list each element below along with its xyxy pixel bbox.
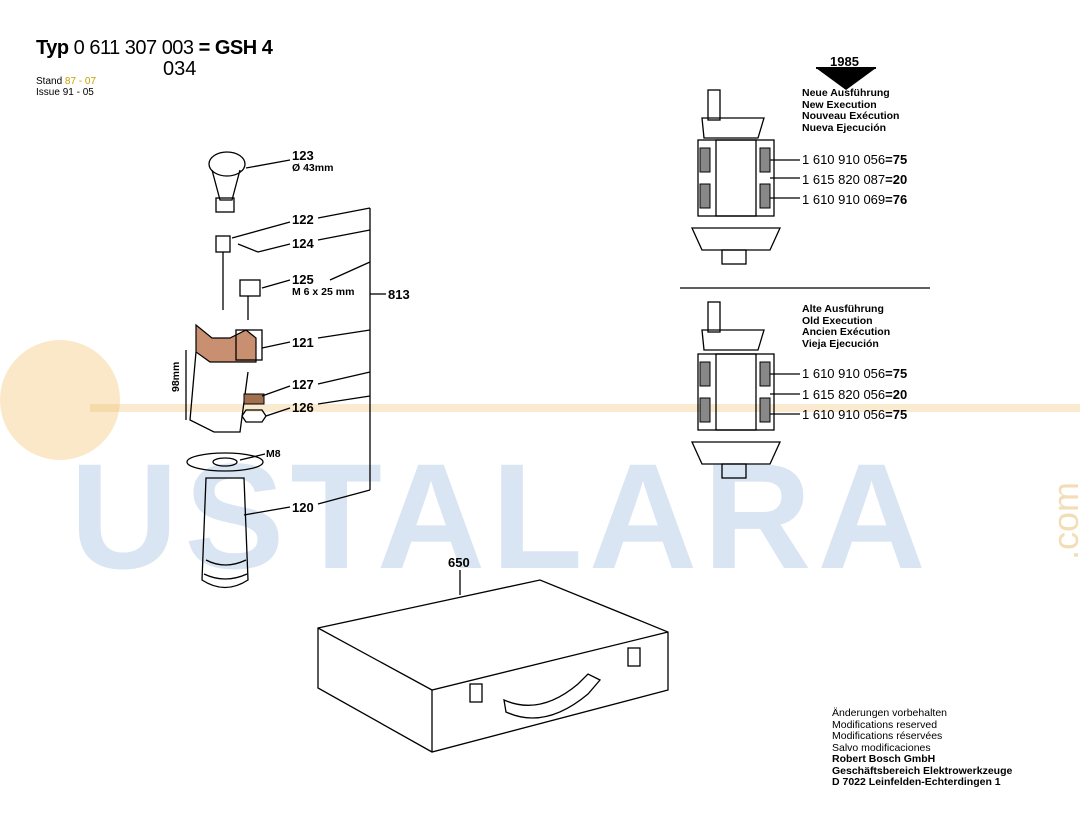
part-number: 1 610 910 056 xyxy=(802,366,886,381)
company-name: Robert Bosch GmbH xyxy=(832,753,936,765)
new-exec-line: Neue Ausführung xyxy=(802,87,890,99)
new-execution-text: Neue Ausführung New Execution Nouveau Ex… xyxy=(802,87,900,134)
part-650-label: 650 xyxy=(448,555,470,570)
part-number: 1 615 820 056 xyxy=(802,387,886,402)
part-qty: =76 xyxy=(885,192,908,207)
part-124-label: 124 xyxy=(292,236,314,251)
m8-thread-label: M8 xyxy=(266,448,281,460)
model-name: = GSH 4 xyxy=(198,37,273,59)
part-123-label: 123 xyxy=(292,148,314,163)
old-exec-part-1: 1 610 910 056=75 xyxy=(802,366,907,381)
footer-line: Salvo modificaciones xyxy=(832,741,931,754)
old-exec-line: Alte Ausführung xyxy=(802,303,884,315)
part-122-label: 122 xyxy=(292,212,314,227)
new-execution-year: 1985 xyxy=(830,54,859,69)
typ-label: Typ xyxy=(36,37,69,59)
footer-notice: Änderungen vorbehalten Modifications res… xyxy=(832,707,1013,789)
stand-value: 87 - 07 xyxy=(64,76,97,87)
part-qty: =20 xyxy=(885,387,908,402)
old-exec-part-2: 1 615 820 056=20 xyxy=(802,387,907,402)
dimension-98mm: 98mm xyxy=(170,361,182,392)
part-123-diameter: Ø 43mm xyxy=(292,162,334,174)
part-number: 1 610 910 069 xyxy=(802,192,886,207)
part-125-size: M 6 x 25 mm xyxy=(292,286,355,298)
new-exec-line: Nouveau Exécution xyxy=(802,110,900,122)
old-execution-text: Alte Ausführung Old Execution Ancien Exé… xyxy=(802,303,891,350)
stand-issue-block: Stand 87 - 07 Issue 91 - 05 xyxy=(36,76,96,98)
part-125-label: 125 xyxy=(292,272,314,287)
part-qty: =75 xyxy=(885,366,908,381)
issue-value: 91 - 05 xyxy=(62,87,94,98)
company-division: Geschäftsbereich Elektrowerkzeuge xyxy=(832,764,1013,777)
footer-line: Modifications réservées xyxy=(832,730,943,742)
old-exec-line: Old Execution xyxy=(802,314,873,327)
part-qty: =75 xyxy=(885,152,908,167)
footer-line: Änderungen vorbehalten xyxy=(832,707,948,719)
part-number: 1 610 910 056 xyxy=(802,152,886,167)
part-127-label: 127 xyxy=(292,377,314,392)
new-exec-line: New Execution xyxy=(802,98,877,111)
footer-line: Modifications reserved xyxy=(832,718,938,731)
part-qty: =20 xyxy=(885,172,908,187)
new-exec-part-2: 1 615 820 087=20 xyxy=(802,172,907,187)
watermark-text: USTALARA xyxy=(70,432,932,600)
old-exec-line: Ancien Exécution xyxy=(802,326,891,338)
old-exec-line: Vieja Ejecución xyxy=(802,337,879,350)
part-126-label: 126 xyxy=(292,400,314,415)
typ-number: 0 611 307 003 xyxy=(73,37,194,59)
new-exec-line: Nueva Ejecución xyxy=(802,121,887,134)
stand-label: Stand xyxy=(36,76,63,87)
part-number: 1 610 910 056 xyxy=(802,407,886,422)
new-exec-part-1: 1 610 910 056=75 xyxy=(802,152,907,167)
part-813-label: 813 xyxy=(388,287,410,302)
part-qty: =75 xyxy=(885,407,908,422)
old-exec-part-3: 1 610 910 056=75 xyxy=(802,407,907,422)
issue-label: Issue xyxy=(36,87,60,98)
part-number: 1 615 820 087 xyxy=(802,172,886,187)
new-exec-part-3: 1 610 910 069=76 xyxy=(802,192,907,207)
part-120-label: 120 xyxy=(292,500,314,515)
company-address: D 7022 Leinfelden-Echterdingen 1 xyxy=(832,776,1001,788)
part-121-label: 121 xyxy=(292,335,314,350)
typ-number-alt: 034 xyxy=(163,58,197,80)
type-heading: Typ 0 611 307 003 = GSH 4 xyxy=(36,37,273,60)
